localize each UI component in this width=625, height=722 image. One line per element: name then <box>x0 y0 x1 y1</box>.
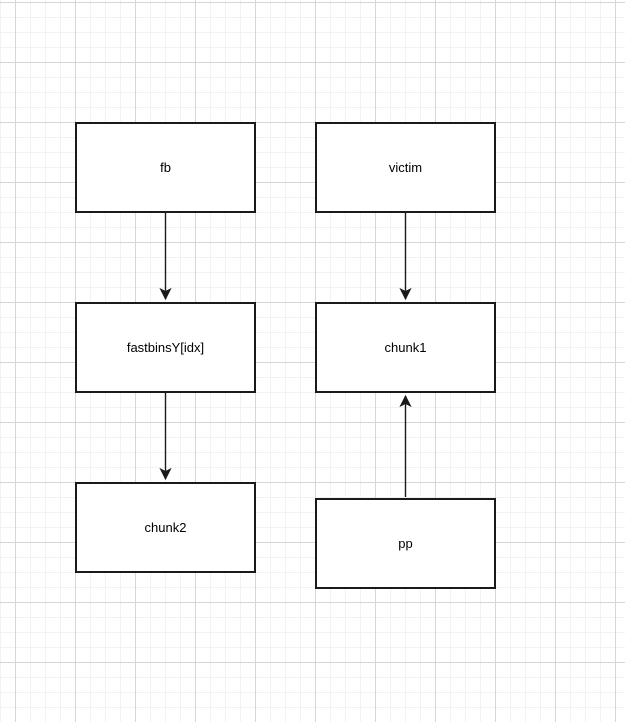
node-fastbinsY-idx-label: fastbinsY[idx] <box>126 340 205 355</box>
node-chunk2-label: chunk2 <box>144 520 187 535</box>
node-chunk1[interactable]: chunk1 <box>315 302 496 393</box>
node-chunk1-label: chunk1 <box>384 340 427 355</box>
node-fb-label: fb <box>160 160 171 175</box>
node-victim[interactable]: victim <box>315 122 496 213</box>
node-chunk2[interactable]: chunk2 <box>75 482 256 573</box>
node-fb[interactable]: fb <box>75 122 256 213</box>
node-victim-label: victim <box>388 160 423 175</box>
node-pp[interactable]: pp <box>315 498 496 589</box>
node-pp-label: pp <box>398 536 413 551</box>
node-fastbinsY-idx[interactable]: fastbinsY[idx] <box>75 302 256 393</box>
